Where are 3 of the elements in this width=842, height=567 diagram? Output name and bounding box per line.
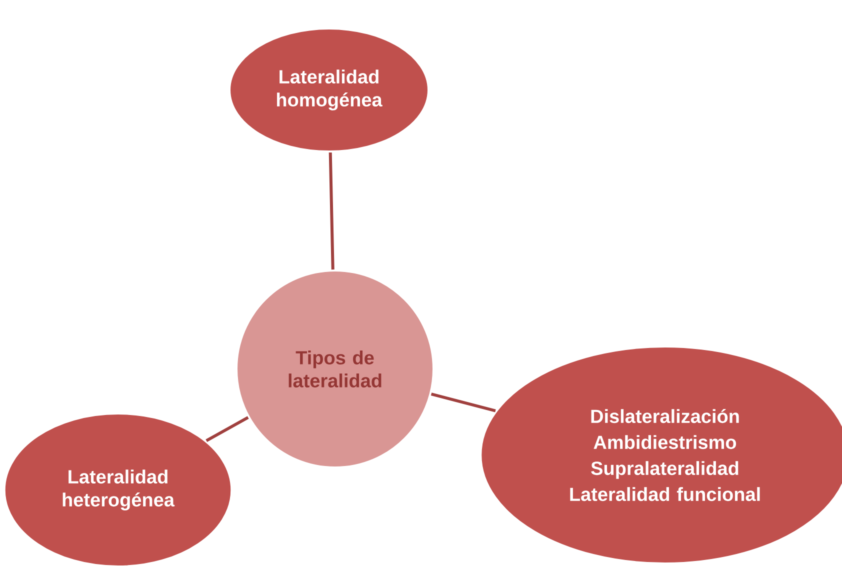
connector-line — [430, 392, 496, 412]
connector-line — [206, 416, 249, 442]
connector-line — [328, 152, 334, 270]
